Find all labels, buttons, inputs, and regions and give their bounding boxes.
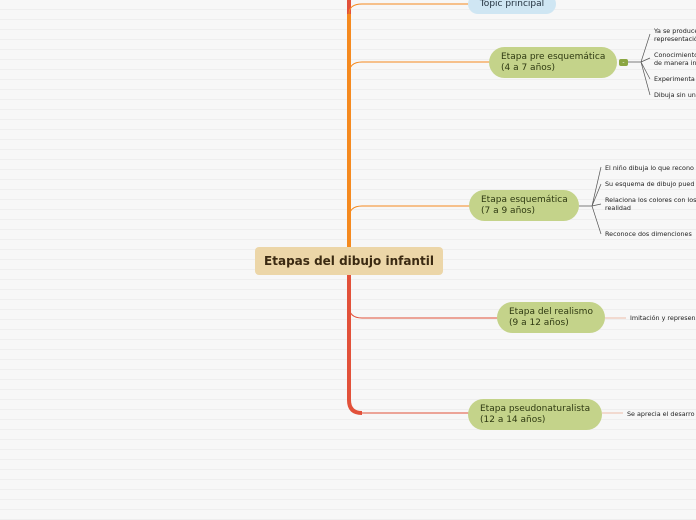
trunk-lower bbox=[347, 270, 363, 415]
detail-text: Ya se produce representació bbox=[654, 27, 696, 43]
detail-text: Reconoce dos dimenciones bbox=[605, 230, 692, 238]
branch-topic bbox=[348, 3, 470, 15]
stage-node-pseudonaturalista[interactable]: Etapa pseudonaturalista (12 a 14 años) bbox=[468, 399, 602, 430]
detail-text: Experimenta bbox=[654, 75, 695, 83]
central-topic-label: Etapas del dibujo infantil bbox=[264, 253, 434, 268]
central-topic-node[interactable]: Etapas del dibujo infantil bbox=[255, 247, 443, 275]
stage-label: Etapa del realismo (9 a 12 años) bbox=[509, 306, 593, 328]
branch-stage-3 bbox=[348, 305, 498, 319]
stage-node-realismo[interactable]: Etapa del realismo (9 a 12 años) bbox=[497, 302, 605, 333]
detail-text: Su esquema de dibujo pued bbox=[605, 180, 695, 188]
fan-stage-1 bbox=[628, 33, 651, 96]
branch-stage-1 bbox=[348, 61, 490, 75]
stage-label: Etapa pre esquemática (4 a 7 años) bbox=[501, 51, 606, 73]
branch-stage-2 bbox=[348, 205, 470, 219]
stage-label: Etapa pseudonaturalista (12 a 14 años) bbox=[480, 403, 591, 425]
detail-text: El niño dibuja lo que recono bbox=[605, 164, 694, 172]
topic-principal-node[interactable]: Topic principal bbox=[468, 0, 556, 14]
detail-text: Dibuja sin un bbox=[654, 91, 696, 99]
detail-text: Imitación y represen bbox=[630, 314, 696, 322]
stage-label: Etapa esquemática (7 a 9 años) bbox=[481, 194, 568, 216]
fan-stage-2 bbox=[579, 166, 602, 235]
stage-node-pre-esquematica[interactable]: Etapa pre esquemática (4 a 7 años) bbox=[489, 47, 617, 78]
collapse-toggle-icon[interactable]: - bbox=[619, 59, 628, 66]
stage-node-esquematica[interactable]: Etapa esquemática (7 a 9 años) bbox=[469, 190, 579, 221]
detail-text: Conocimiento de manera in bbox=[654, 51, 696, 67]
detail-text: Relaciona los colores con los realidad bbox=[605, 196, 696, 212]
detail-text: Se aprecia el desarro bbox=[627, 410, 695, 418]
topic-principal-label: Topic principal bbox=[479, 0, 545, 9]
